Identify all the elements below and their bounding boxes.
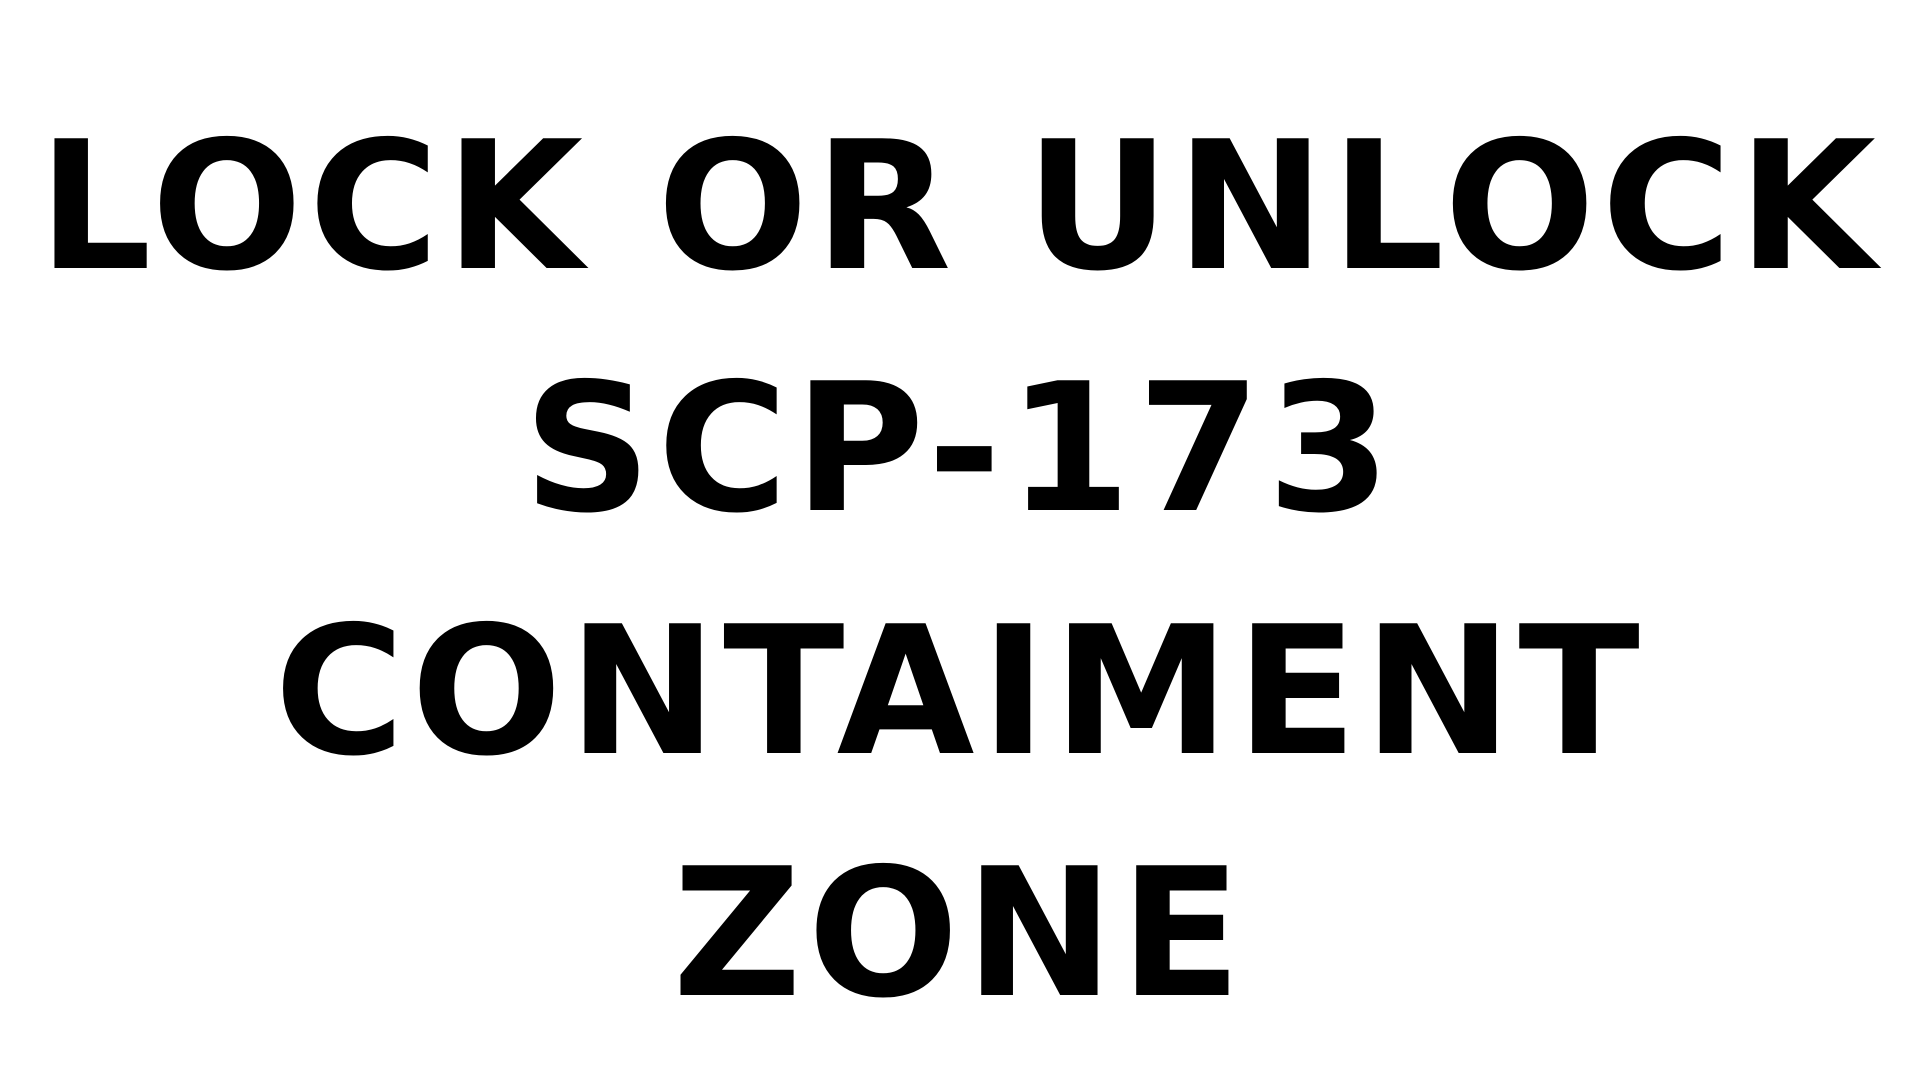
sign-line-lock-or-unlock: LOCK OR UNLOCK — [38, 103, 1882, 310]
sign-line-containment: CONTAIMENT — [274, 588, 1646, 795]
sign-line-zone: ZONE — [672, 830, 1248, 1037]
sign-line-scp-173: SCP-173 — [523, 345, 1397, 552]
